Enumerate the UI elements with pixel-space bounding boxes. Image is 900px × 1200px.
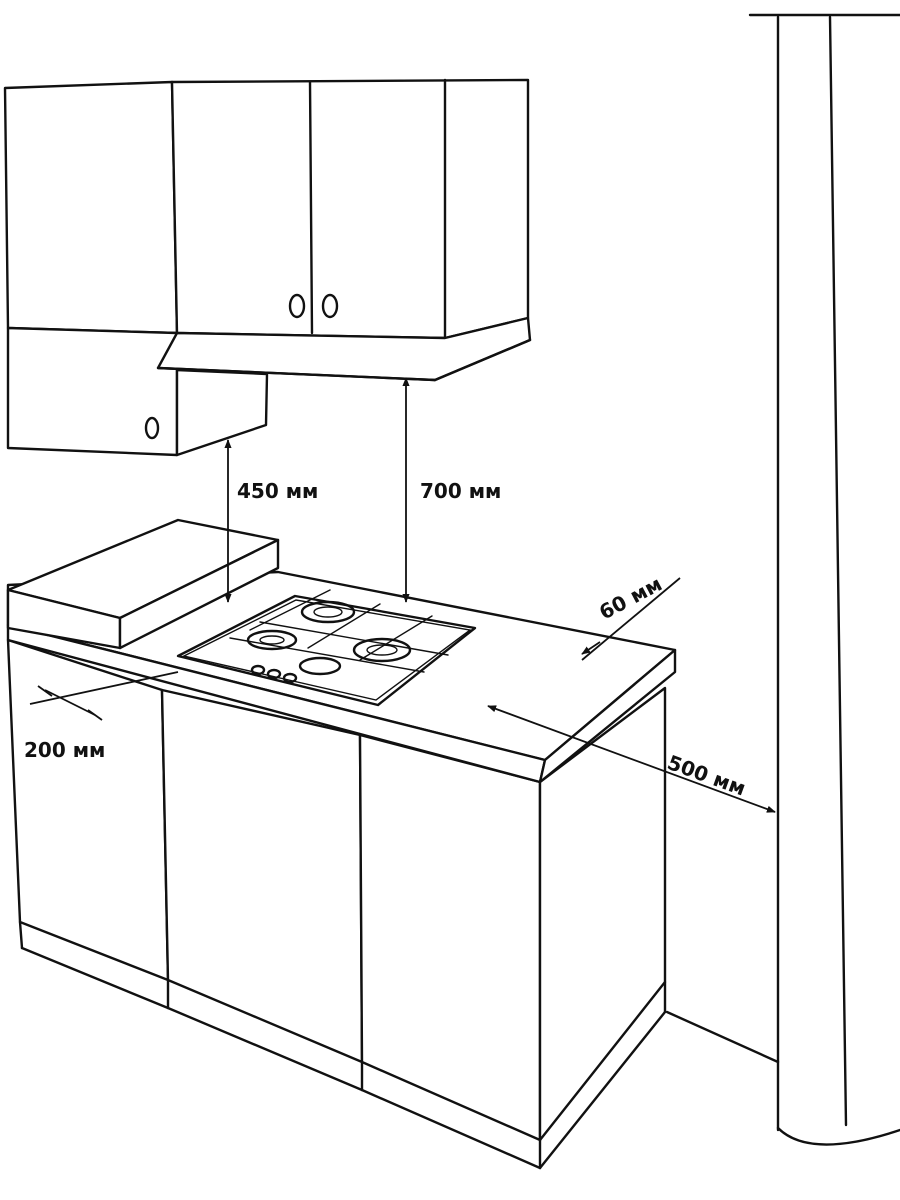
door-knob <box>321 293 339 319</box>
dim-side-gap: 200 мм <box>24 671 179 762</box>
dim-label-450: 450 мм <box>237 479 318 503</box>
dim-label-500: 500 мм <box>664 750 749 800</box>
burner <box>300 600 356 624</box>
vertical-pipe <box>748 13 900 1146</box>
base-cabinet <box>6 638 667 1170</box>
floor-line <box>665 1010 780 1064</box>
door-knob <box>144 416 160 440</box>
upper-cabinet-left <box>3 80 179 457</box>
hood-body <box>175 368 269 457</box>
dim-label-60: 60 мм <box>595 572 666 625</box>
control-knob <box>282 672 298 684</box>
dim-label-200: 200 мм <box>24 738 105 762</box>
dim-label-700: 700 мм <box>420 479 501 503</box>
dim-hood-gap: 450 мм <box>224 439 318 603</box>
dim-cabinet-gap: 700 мм <box>402 377 501 603</box>
control-knob <box>266 668 282 680</box>
gas-hob <box>176 589 477 707</box>
control-knob <box>250 664 266 676</box>
upper-cabinet-main <box>170 78 530 340</box>
door-knob <box>288 293 306 319</box>
range-hood <box>156 316 532 382</box>
burner <box>246 629 298 651</box>
burner <box>352 637 412 663</box>
burner <box>298 656 342 676</box>
counter-box <box>6 518 280 650</box>
